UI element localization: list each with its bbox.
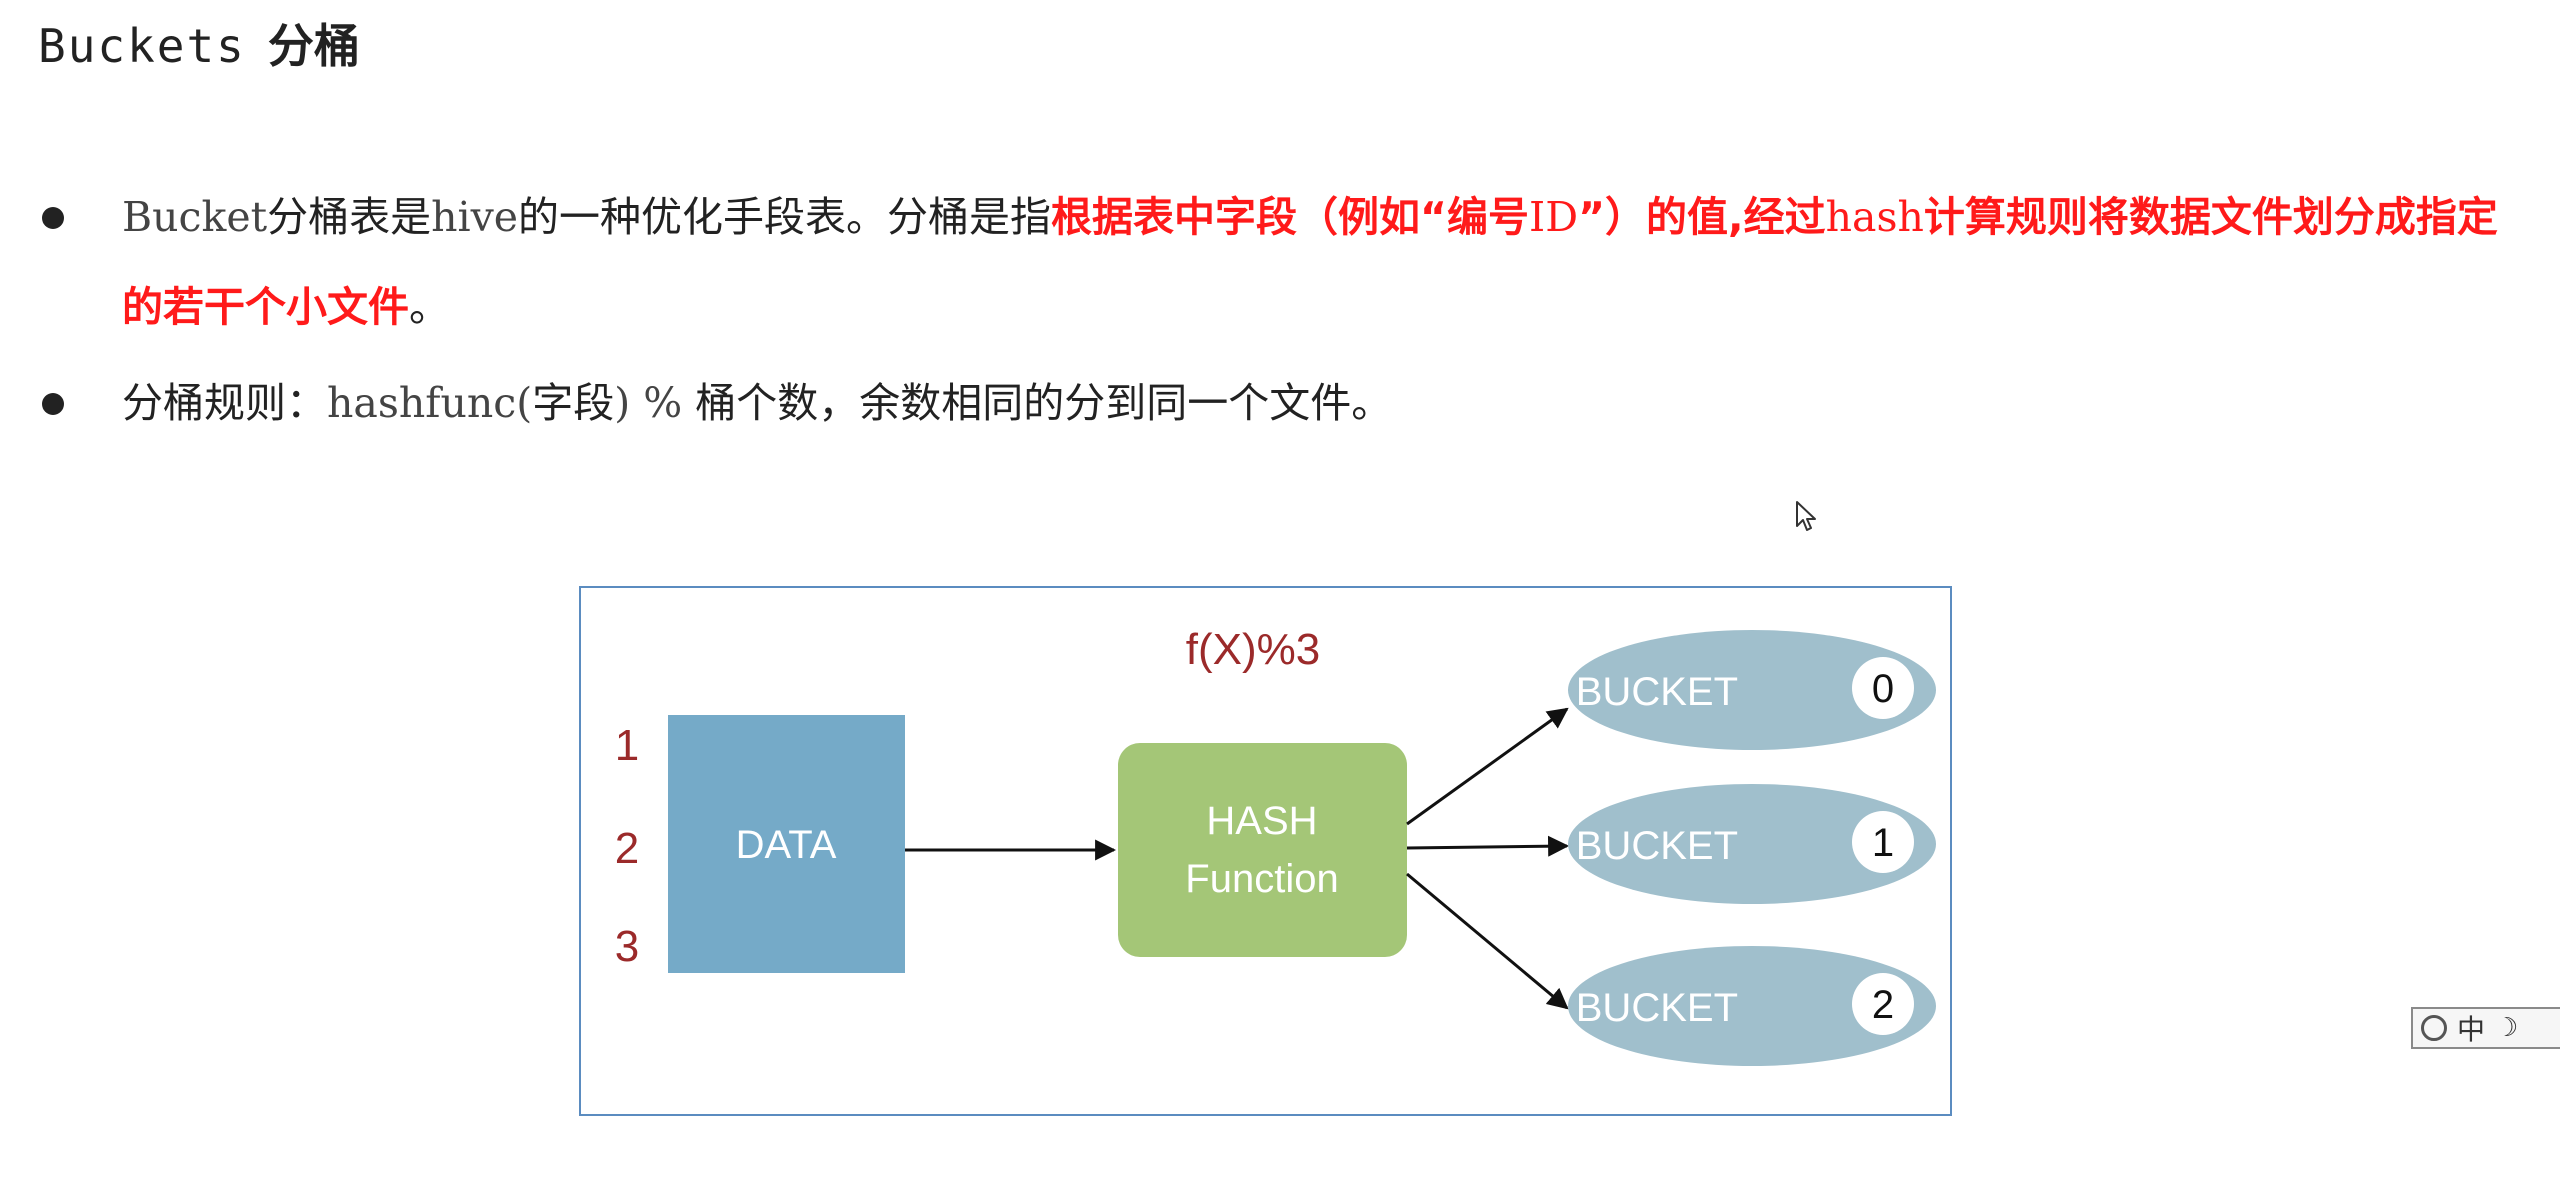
text-segment: 的一种优化手段表。分桶是指: [518, 193, 1052, 241]
bucket-id-badge: [1852, 657, 1914, 719]
ime-logo-icon[interactable]: [2421, 1015, 2447, 1041]
bucket-ellipse: [1568, 630, 1936, 750]
hash-to-bucket1-arrow: [1406, 835, 1570, 857]
formula-label: f(X)%3: [1186, 625, 1320, 674]
bucket-label: BUCKET: [1576, 824, 1738, 868]
text-segment: 分桶表是: [267, 193, 432, 241]
text-segment: hive: [431, 193, 519, 241]
text-segment: ) %: [614, 379, 696, 427]
bucket-id: 2: [1872, 983, 1894, 1027]
text-segment: ”）的值,经过: [1578, 193, 1826, 241]
row-number: 2: [615, 824, 639, 873]
bucket-id-badge: [1852, 973, 1914, 1035]
bucket-id: 1: [1872, 821, 1894, 865]
bucket-ellipse: [1568, 784, 1936, 904]
bucket-ellipse: [1568, 946, 1936, 1066]
bullet-dot-icon: [42, 393, 64, 415]
title-chinese: 分桶: [267, 19, 360, 73]
text-segment: Bucket: [122, 193, 268, 241]
bucket-label: BUCKET: [1576, 670, 1738, 714]
text-segment: hashfunc(: [327, 379, 533, 427]
data-box: [668, 715, 905, 973]
text-segment: 桶个数，余数相同的分到同一个文件。: [695, 379, 1393, 427]
text-segment: 字段: [532, 379, 615, 427]
function-label: Function: [1185, 857, 1338, 901]
hash-to-bucket2-arrow: [1406, 872, 1569, 1010]
bucket-diagram: f(X)%3 1 2 3 DATA HASH Function BUCKET 0…: [579, 586, 1952, 1116]
row-number: 3: [615, 922, 639, 971]
page-title: Buckets 分桶: [38, 14, 360, 78]
bullet-item: Bucket分桶表是hive的一种优化手段表。分桶是指根据表中字段（例如“编号I…: [38, 172, 2518, 352]
text-segment: 。: [409, 283, 450, 331]
moon-icon[interactable]: ☽: [2495, 1013, 2519, 1043]
mouse-cursor-icon: [1796, 501, 1816, 531]
hash-label: HASH: [1206, 799, 1317, 843]
ime-toolbar[interactable]: 中 ☽: [2411, 1007, 2560, 1049]
bullet-dot-icon: [42, 207, 64, 229]
ime-mode-label[interactable]: 中: [2457, 1013, 2486, 1046]
hash-to-bucket0-arrow: [1406, 707, 1569, 826]
bucket-id: 0: [1872, 667, 1894, 711]
row-number: 1: [615, 721, 639, 770]
data-label: DATA: [736, 823, 837, 867]
diagram-canvas: f(X)%3 1 2 3 DATA HASH Function BUCKET 0…: [615, 625, 1936, 1066]
text-segment: 根据表中字段（例如“编号: [1051, 193, 1529, 241]
hash-function-box: [1118, 743, 1407, 957]
bucket-id-badge: [1852, 811, 1914, 873]
bucket-2: BUCKET 2: [1568, 946, 1936, 1066]
text-segment: hash: [1825, 193, 1924, 241]
text-segment: ID: [1529, 193, 1579, 241]
bucket-0: BUCKET 0: [1568, 630, 1936, 750]
text-segment: 分桶规则：: [122, 379, 327, 427]
bucket-1: BUCKET 1: [1568, 784, 1936, 904]
bullet-list: Bucket分桶表是hive的一种优化手段表。分桶是指根据表中字段（例如“编号I…: [38, 172, 2518, 448]
bullet-item: 分桶规则：hashfunc(字段) % 桶个数，余数相同的分到同一个文件。: [38, 358, 2518, 448]
highlighted-text: 根据表中字段（例如“编号ID”）的值,经过hash计算规则将数据文件划分成指定的…: [122, 193, 2498, 331]
bucket-label: BUCKET: [1576, 986, 1738, 1030]
title-english: Buckets: [38, 19, 246, 73]
text-segment: 计算规则将数据文件划分成指定的若干个小文件: [122, 193, 2498, 331]
